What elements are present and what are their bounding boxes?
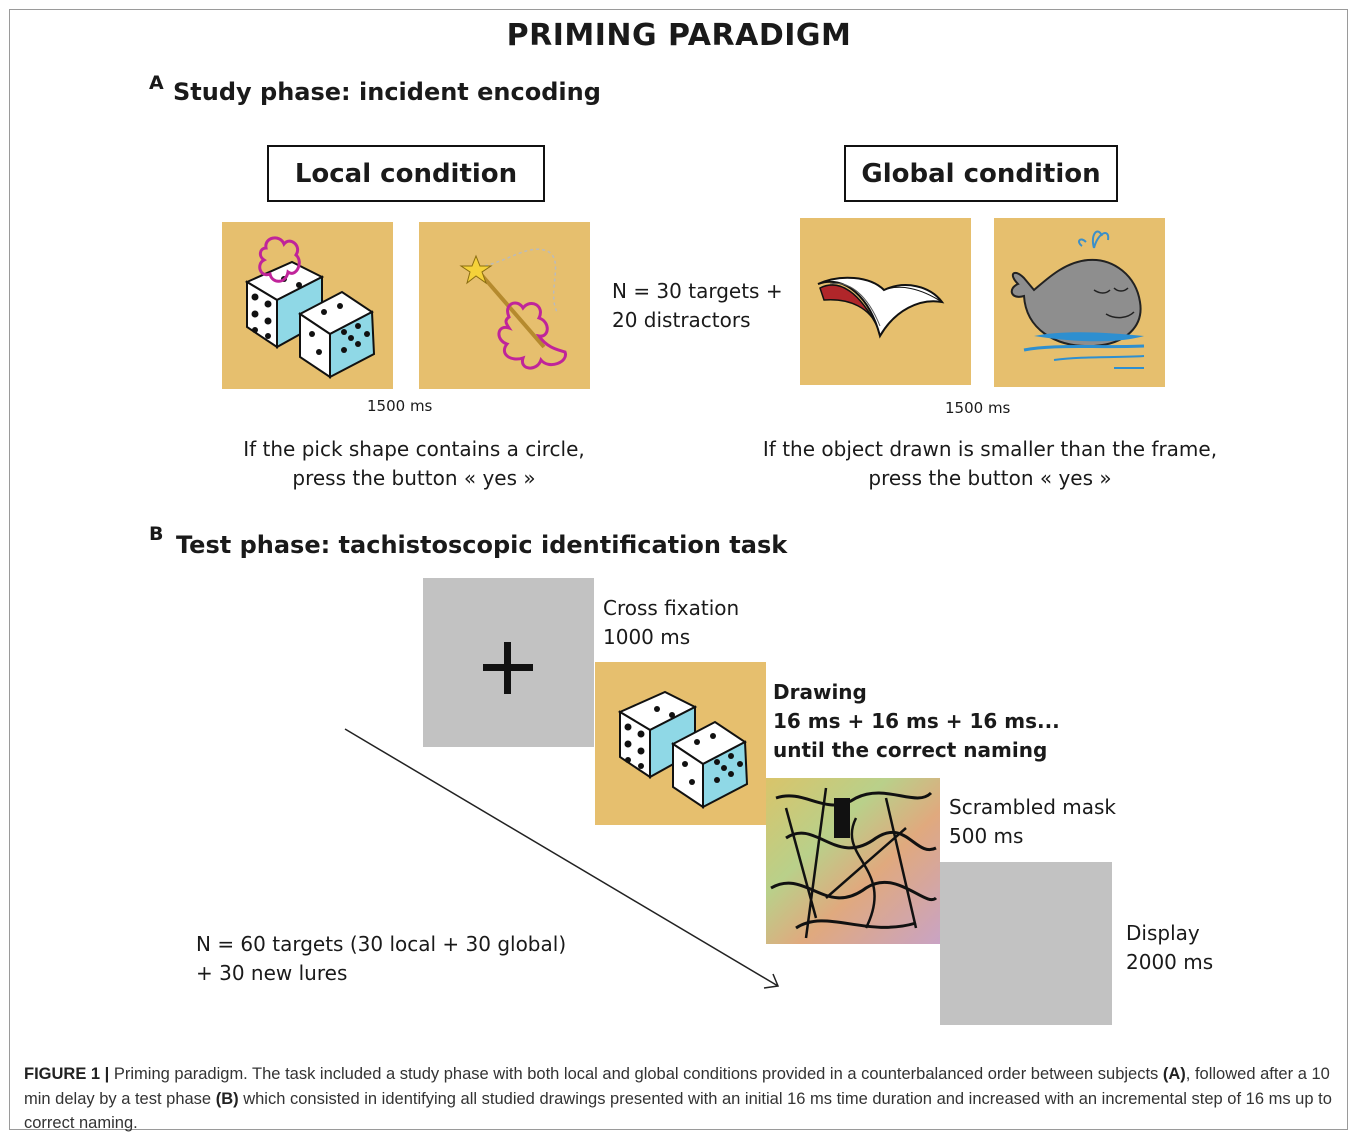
caption-text-1: Priming paradigm. The task included a st…	[109, 1065, 1163, 1083]
caption-ref-a: (A)	[1162, 1065, 1186, 1083]
drawing-criterion: until the correct naming	[773, 738, 1048, 762]
global-instruction-line1: If the object drawn is smaller than the …	[762, 437, 1218, 461]
cross-icon	[483, 642, 533, 694]
section-b-title: Test phase: tachistoscopic identificatio…	[176, 531, 788, 559]
global-condition-box: Global condition	[844, 145, 1118, 202]
test-count-line1: N = 60 targets (30 local + 30 global)	[196, 932, 567, 956]
drawing-timing: 16 ms + 16 ms + 16 ms...	[773, 709, 1060, 733]
local-duration: 1500 ms	[367, 397, 433, 415]
caption-text-3: which consisted in identifying all studi…	[24, 1089, 1332, 1133]
figure-caption: FIGURE 1 | Priming paradigm. The task in…	[24, 1062, 1334, 1136]
local-instruction-line2: press the button « yes »	[292, 466, 536, 490]
global-duration: 1500 ms	[945, 399, 1011, 417]
caption-text-2: , followed after a 10 min delay by a tes…	[24, 1065, 1330, 1108]
section-a-letter: A	[149, 72, 164, 94]
drawing-label: Drawing	[773, 680, 867, 704]
fixation-duration: 1000 ms	[603, 625, 691, 649]
test-count-line2: + 30 new lures	[196, 961, 348, 985]
figure-title: PRIMING PARADIGM	[506, 18, 852, 53]
mask-duration: 500 ms	[949, 824, 1024, 848]
local-wand-image	[419, 222, 590, 389]
caption-ref-b: (B)	[215, 1089, 239, 1108]
global-whale-image	[994, 218, 1165, 387]
local-dice-image	[222, 222, 393, 389]
section-a-title: Study phase: incident encoding	[173, 78, 601, 106]
caption-label: FIGURE 1 |	[24, 1065, 110, 1083]
fixation-label: Cross fixation	[603, 596, 740, 620]
drawing-dice-image	[595, 662, 766, 825]
fixation-panel	[423, 578, 594, 747]
display-label: Display	[1126, 921, 1200, 945]
section-b-letter: B	[149, 523, 164, 545]
local-condition-box: Local condition	[267, 145, 545, 202]
display-panel	[940, 862, 1112, 1025]
mask-label: Scrambled mask	[949, 795, 1117, 819]
scrambled-mask-image	[766, 778, 940, 944]
figure-panel	[9, 9, 1348, 1130]
local-instruction-line1: If the pick shape contains a circle,	[243, 437, 585, 461]
study-count-line2: 20 distractors	[612, 308, 751, 332]
global-book-image	[800, 218, 971, 385]
global-instruction-line2: press the button « yes »	[868, 466, 1112, 490]
display-duration: 2000 ms	[1126, 950, 1214, 974]
study-count-line1: N = 30 targets +	[612, 279, 783, 303]
